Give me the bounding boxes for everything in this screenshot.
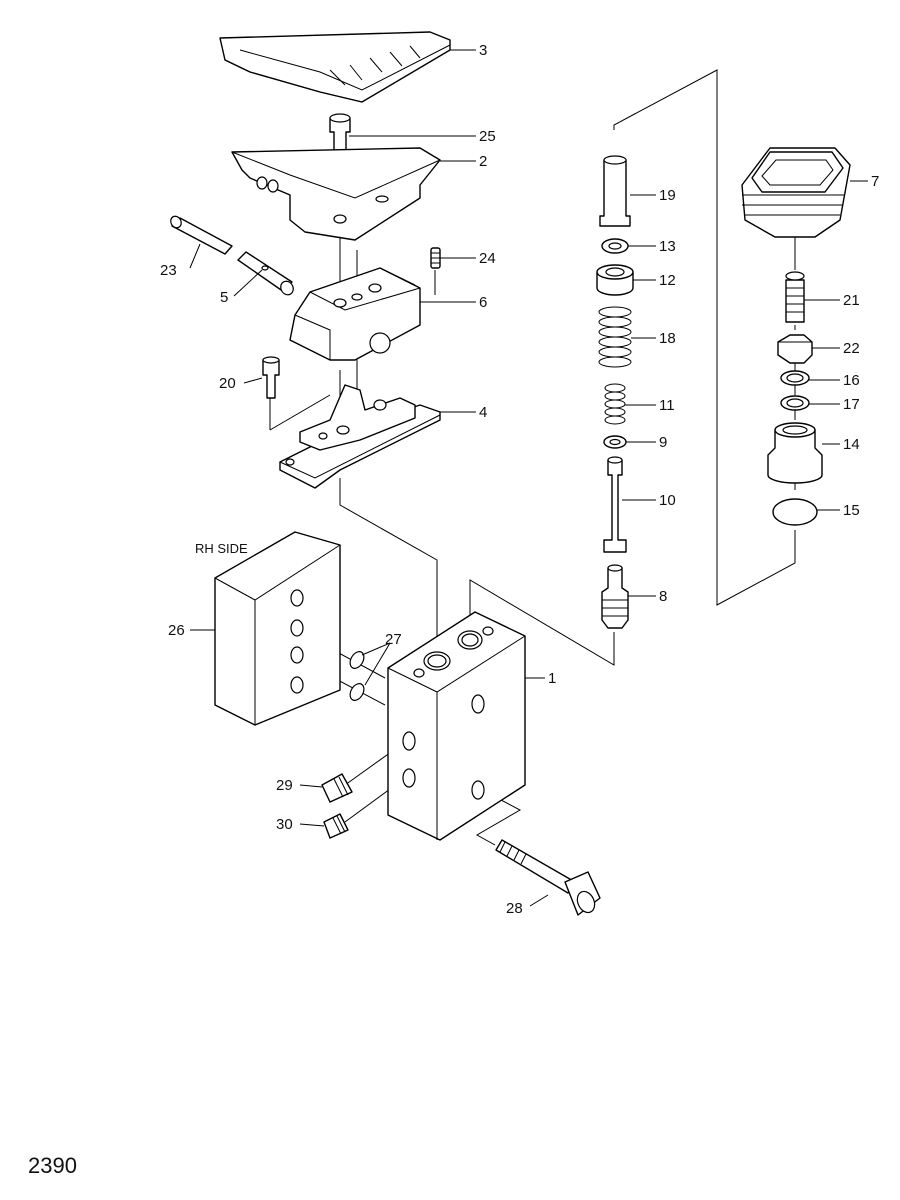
callout-29: 29 xyxy=(276,777,293,794)
callout-16: 16 xyxy=(843,372,860,389)
seal-16 xyxy=(780,370,810,386)
pedal-pad xyxy=(219,31,451,103)
spring-11 xyxy=(604,383,626,425)
washer-13 xyxy=(601,238,629,254)
callout-3: 3 xyxy=(479,42,487,59)
callout-26: 26 xyxy=(168,622,185,639)
spring-18 xyxy=(598,306,632,368)
callout-25: 25 xyxy=(479,128,496,145)
plunger-21 xyxy=(785,271,805,323)
pedal-holder xyxy=(289,267,421,361)
base-plate xyxy=(279,384,441,489)
set-screw xyxy=(430,247,441,269)
callout-20: 20 xyxy=(219,375,236,392)
spring-seat-12 xyxy=(596,264,634,296)
callout-11: 11 xyxy=(659,397,675,414)
cap-screw-side xyxy=(262,356,280,399)
callout-10: 10 xyxy=(659,492,676,509)
callout-9: 9 xyxy=(659,434,667,451)
callout-23: 23 xyxy=(160,262,177,279)
callout-1: 1 xyxy=(548,670,556,687)
long-bolt xyxy=(495,839,601,916)
callout-28: 28 xyxy=(506,900,523,917)
callout-5: 5 xyxy=(220,289,228,306)
callout-4: 4 xyxy=(479,404,487,421)
callout-labels: 3 25 2 24 6 4 23 5 20 RH SIDE 26 27 1 29… xyxy=(28,42,879,1178)
callout-22: 22 xyxy=(843,340,860,357)
plug-8 xyxy=(601,564,629,629)
leader-lines xyxy=(189,49,868,907)
callout-24: 24 xyxy=(479,250,496,267)
bushing xyxy=(237,251,294,296)
callout-14: 14 xyxy=(843,436,860,453)
boot-7 xyxy=(741,147,851,238)
callout-2: 2 xyxy=(479,153,487,170)
callout-12: 12 xyxy=(659,272,676,289)
plug-29 xyxy=(321,773,353,803)
spool-10 xyxy=(603,456,627,553)
callout-30: 30 xyxy=(276,816,293,833)
rh-side-block xyxy=(214,531,341,726)
o-rings xyxy=(349,651,365,701)
callout-19: 19 xyxy=(659,187,676,204)
pedal-bracket xyxy=(231,147,441,241)
callout-7: 7 xyxy=(871,173,879,190)
callout-21: 21 xyxy=(843,292,860,309)
rh-side-label: RH SIDE xyxy=(195,541,248,556)
callout-6: 6 xyxy=(479,294,487,311)
nut-22 xyxy=(777,334,813,364)
callout-15: 15 xyxy=(843,502,860,519)
plug-14 xyxy=(767,422,823,484)
callout-8: 8 xyxy=(659,588,667,605)
seal-17 xyxy=(780,395,810,411)
page-number: 2390 xyxy=(28,1153,77,1178)
push-rod-19 xyxy=(599,155,631,227)
plug-30 xyxy=(323,813,349,839)
callout-18: 18 xyxy=(659,330,676,347)
callout-27: 27 xyxy=(385,631,402,648)
valve-body xyxy=(387,611,526,841)
callout-17: 17 xyxy=(843,396,860,413)
o-ring-15 xyxy=(772,498,818,526)
washer-9 xyxy=(603,435,627,449)
pin xyxy=(170,215,233,255)
callout-13: 13 xyxy=(659,238,676,255)
